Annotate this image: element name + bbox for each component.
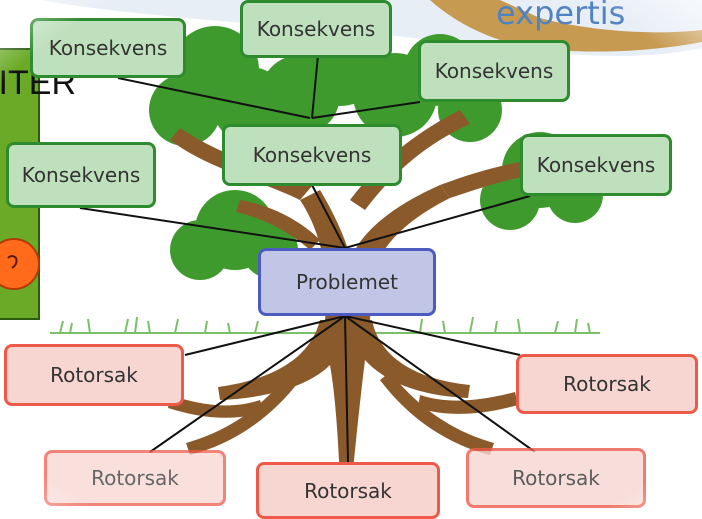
root-cause-box-3: Rotorsak — [44, 450, 226, 506]
consequence-box-4: Konsekvens — [222, 124, 402, 186]
problem-box: Problemet — [258, 248, 436, 316]
consequence-box-3: Konsekvens — [418, 40, 570, 102]
consequence-box-1: Konsekvens — [30, 18, 186, 78]
root-cause-box-2: Rotorsak — [516, 354, 698, 414]
brand-logo-text: expertis — [496, 0, 626, 32]
consequence-box-6: Konsekvens — [520, 134, 672, 196]
root-cause-box-5: Rotorsak — [466, 448, 646, 508]
root-cause-box-4: Rotorsak — [256, 462, 440, 519]
root-cause-box-1: Rotorsak — [4, 344, 184, 406]
consequence-box-2: Konsekvens — [240, 0, 392, 58]
consequence-box-5: Konsekvens — [6, 142, 156, 208]
